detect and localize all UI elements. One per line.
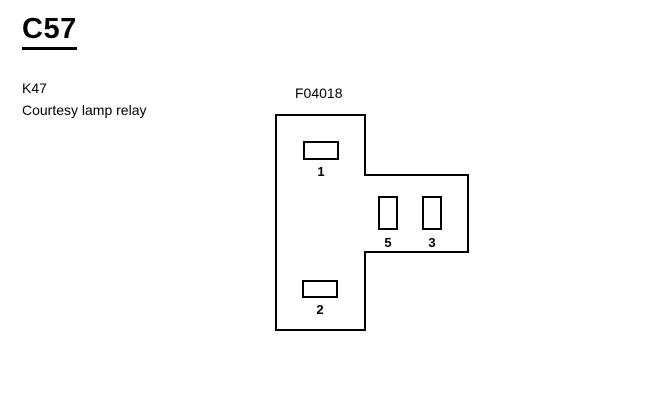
pin-5-terminal <box>378 196 398 230</box>
pin-2-label: 2 <box>316 302 323 317</box>
connector-id-title: C57 <box>22 14 77 50</box>
pin-3-terminal <box>422 196 442 230</box>
pin-5-label: 5 <box>384 235 391 250</box>
pin-2-terminal <box>302 280 338 298</box>
component-code: K47 <box>22 80 47 96</box>
connector-outline <box>275 114 469 331</box>
component-name: Courtesy lamp relay <box>22 102 147 118</box>
pin-1-label: 1 <box>317 164 324 179</box>
pin-1-terminal <box>303 141 339 160</box>
pin-3-label: 3 <box>428 235 435 250</box>
connector-part-number: F04018 <box>295 85 343 101</box>
